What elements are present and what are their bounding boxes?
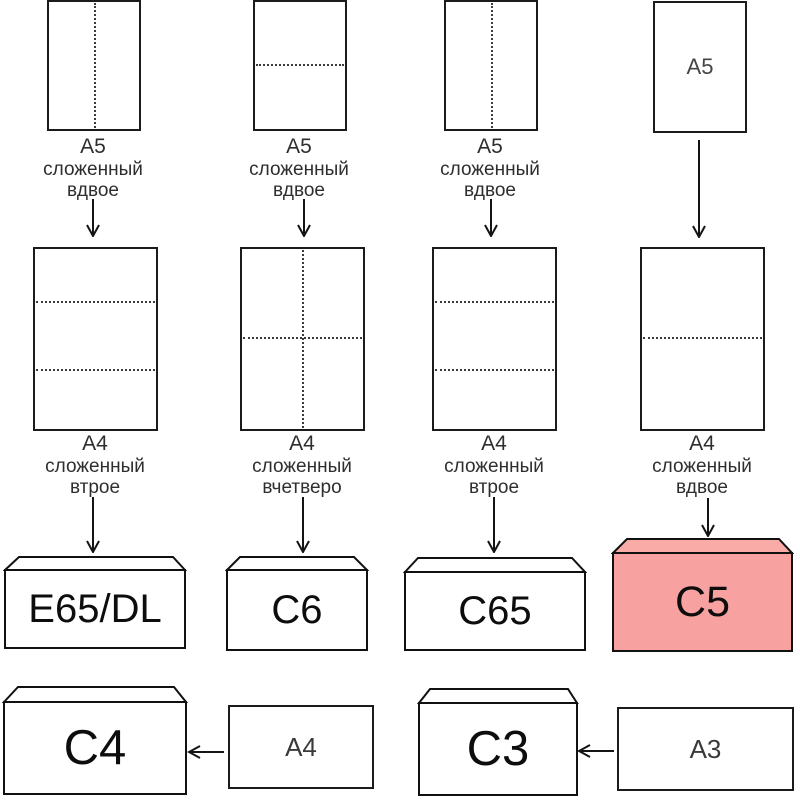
caption-a5-1: А5 сложенный вдвое	[8, 134, 178, 201]
envelope-label: E65/DL	[28, 586, 162, 631]
envelope-c4	[2, 686, 188, 795]
arrow-down-icon	[487, 497, 501, 553]
caption-line: А5	[286, 135, 312, 158]
a4-sheet-fold-half	[640, 247, 765, 431]
caption-line: сложенный	[444, 456, 544, 477]
fold-line-horizontal	[36, 301, 155, 303]
envelope-label: C6	[271, 587, 323, 632]
fold-line-horizontal	[256, 64, 344, 66]
a3-sheet-source: А3	[617, 707, 794, 791]
arrow-left-icon	[577, 744, 614, 758]
caption-line: вдвое	[67, 180, 119, 201]
fold-line-vertical	[94, 3, 96, 128]
envelope-body	[4, 569, 186, 649]
fold-line-horizontal	[435, 369, 554, 371]
fold-line-horizontal	[435, 301, 554, 303]
envelope-body	[418, 702, 578, 796]
a4-sheet-fold-thirds-1	[33, 247, 158, 431]
a4-sheet-fold-quarters	[240, 247, 365, 431]
caption-a4-3: А4 сложенный втрое	[409, 431, 579, 498]
envelope-flap	[3, 556, 187, 571]
fold-line-vertical	[491, 3, 493, 128]
envelope-label: C3	[466, 722, 530, 776]
caption-a4-2: А4 сложенный вчетверо	[217, 431, 387, 498]
envelope-label: C5	[675, 577, 730, 626]
arrow-down-icon	[701, 498, 715, 537]
fold-line-horizontal	[243, 337, 362, 339]
a5-sheet-fold-horizontal	[253, 0, 347, 131]
sheet-label: А5	[686, 54, 714, 79]
a4-sheet-source: А4	[228, 705, 374, 789]
envelope-label: C4	[63, 721, 127, 775]
envelope-flap	[611, 538, 794, 554]
arrow-down-icon	[86, 497, 100, 553]
sheet-label: А3	[689, 733, 722, 764]
fold-line-horizontal	[36, 369, 155, 371]
caption-a4-1: А4 сложенный втрое	[10, 431, 180, 498]
caption-line: вчетверо	[262, 477, 342, 498]
caption-line: сложенный	[252, 456, 352, 477]
caption-line: сложенный	[652, 456, 752, 477]
arrow-down-icon	[86, 199, 100, 237]
caption-line: втрое	[468, 477, 520, 498]
envelope-c65	[403, 557, 587, 651]
envelope-flap	[403, 557, 587, 573]
envelope-c6	[225, 556, 369, 651]
a4-sheet-fold-thirds-2	[432, 247, 557, 431]
envelope-flap	[417, 688, 579, 704]
caption-a4-4: А4 сложенный вдвое	[617, 431, 787, 498]
envelope-label: C65	[458, 588, 532, 633]
caption-a5-2: А5 сложенный вдвое	[214, 134, 384, 201]
arrow-down-icon	[692, 140, 706, 238]
arrow-down-icon	[296, 497, 310, 553]
envelope-flap	[2, 686, 188, 703]
caption-line: вдвое	[676, 477, 728, 498]
caption-a5-3: А5 сложенный вдвое	[405, 134, 575, 201]
a5-sheet-fold-vertical-1	[47, 0, 141, 131]
envelope-e65dl	[3, 556, 187, 649]
caption-line: сложенный	[440, 159, 540, 180]
fold-line-vertical	[302, 250, 304, 428]
envelope-body	[3, 701, 187, 795]
caption-line: А5	[80, 135, 106, 158]
arrow-down-icon	[297, 199, 311, 237]
caption-line: вдвое	[464, 180, 516, 201]
caption-line: втрое	[69, 477, 121, 498]
caption-line: сложенный	[43, 159, 143, 180]
caption-line: вдвое	[273, 180, 325, 201]
envelope-body	[226, 569, 368, 651]
caption-line: А4	[689, 432, 715, 455]
caption-line: сложенный	[45, 456, 145, 477]
sheet-label: А4	[285, 731, 317, 762]
arrow-down-icon	[484, 199, 498, 237]
fold-line-horizontal	[643, 337, 762, 339]
caption-line: А4	[289, 432, 315, 455]
envelope-flap	[225, 556, 369, 571]
caption-line: А4	[481, 432, 507, 455]
caption-line: А5	[477, 135, 503, 158]
arrow-left-icon	[187, 745, 224, 759]
envelope-c5-highlighted	[611, 538, 794, 652]
envelope-body	[612, 552, 793, 652]
caption-line: сложенный	[249, 159, 349, 180]
caption-line: А4	[82, 432, 108, 455]
envelope-body	[404, 571, 586, 651]
a5-sheet-fold-vertical-2	[444, 0, 538, 131]
envelope-c3	[417, 688, 579, 796]
a5-sheet-plain: А5	[653, 1, 747, 133]
